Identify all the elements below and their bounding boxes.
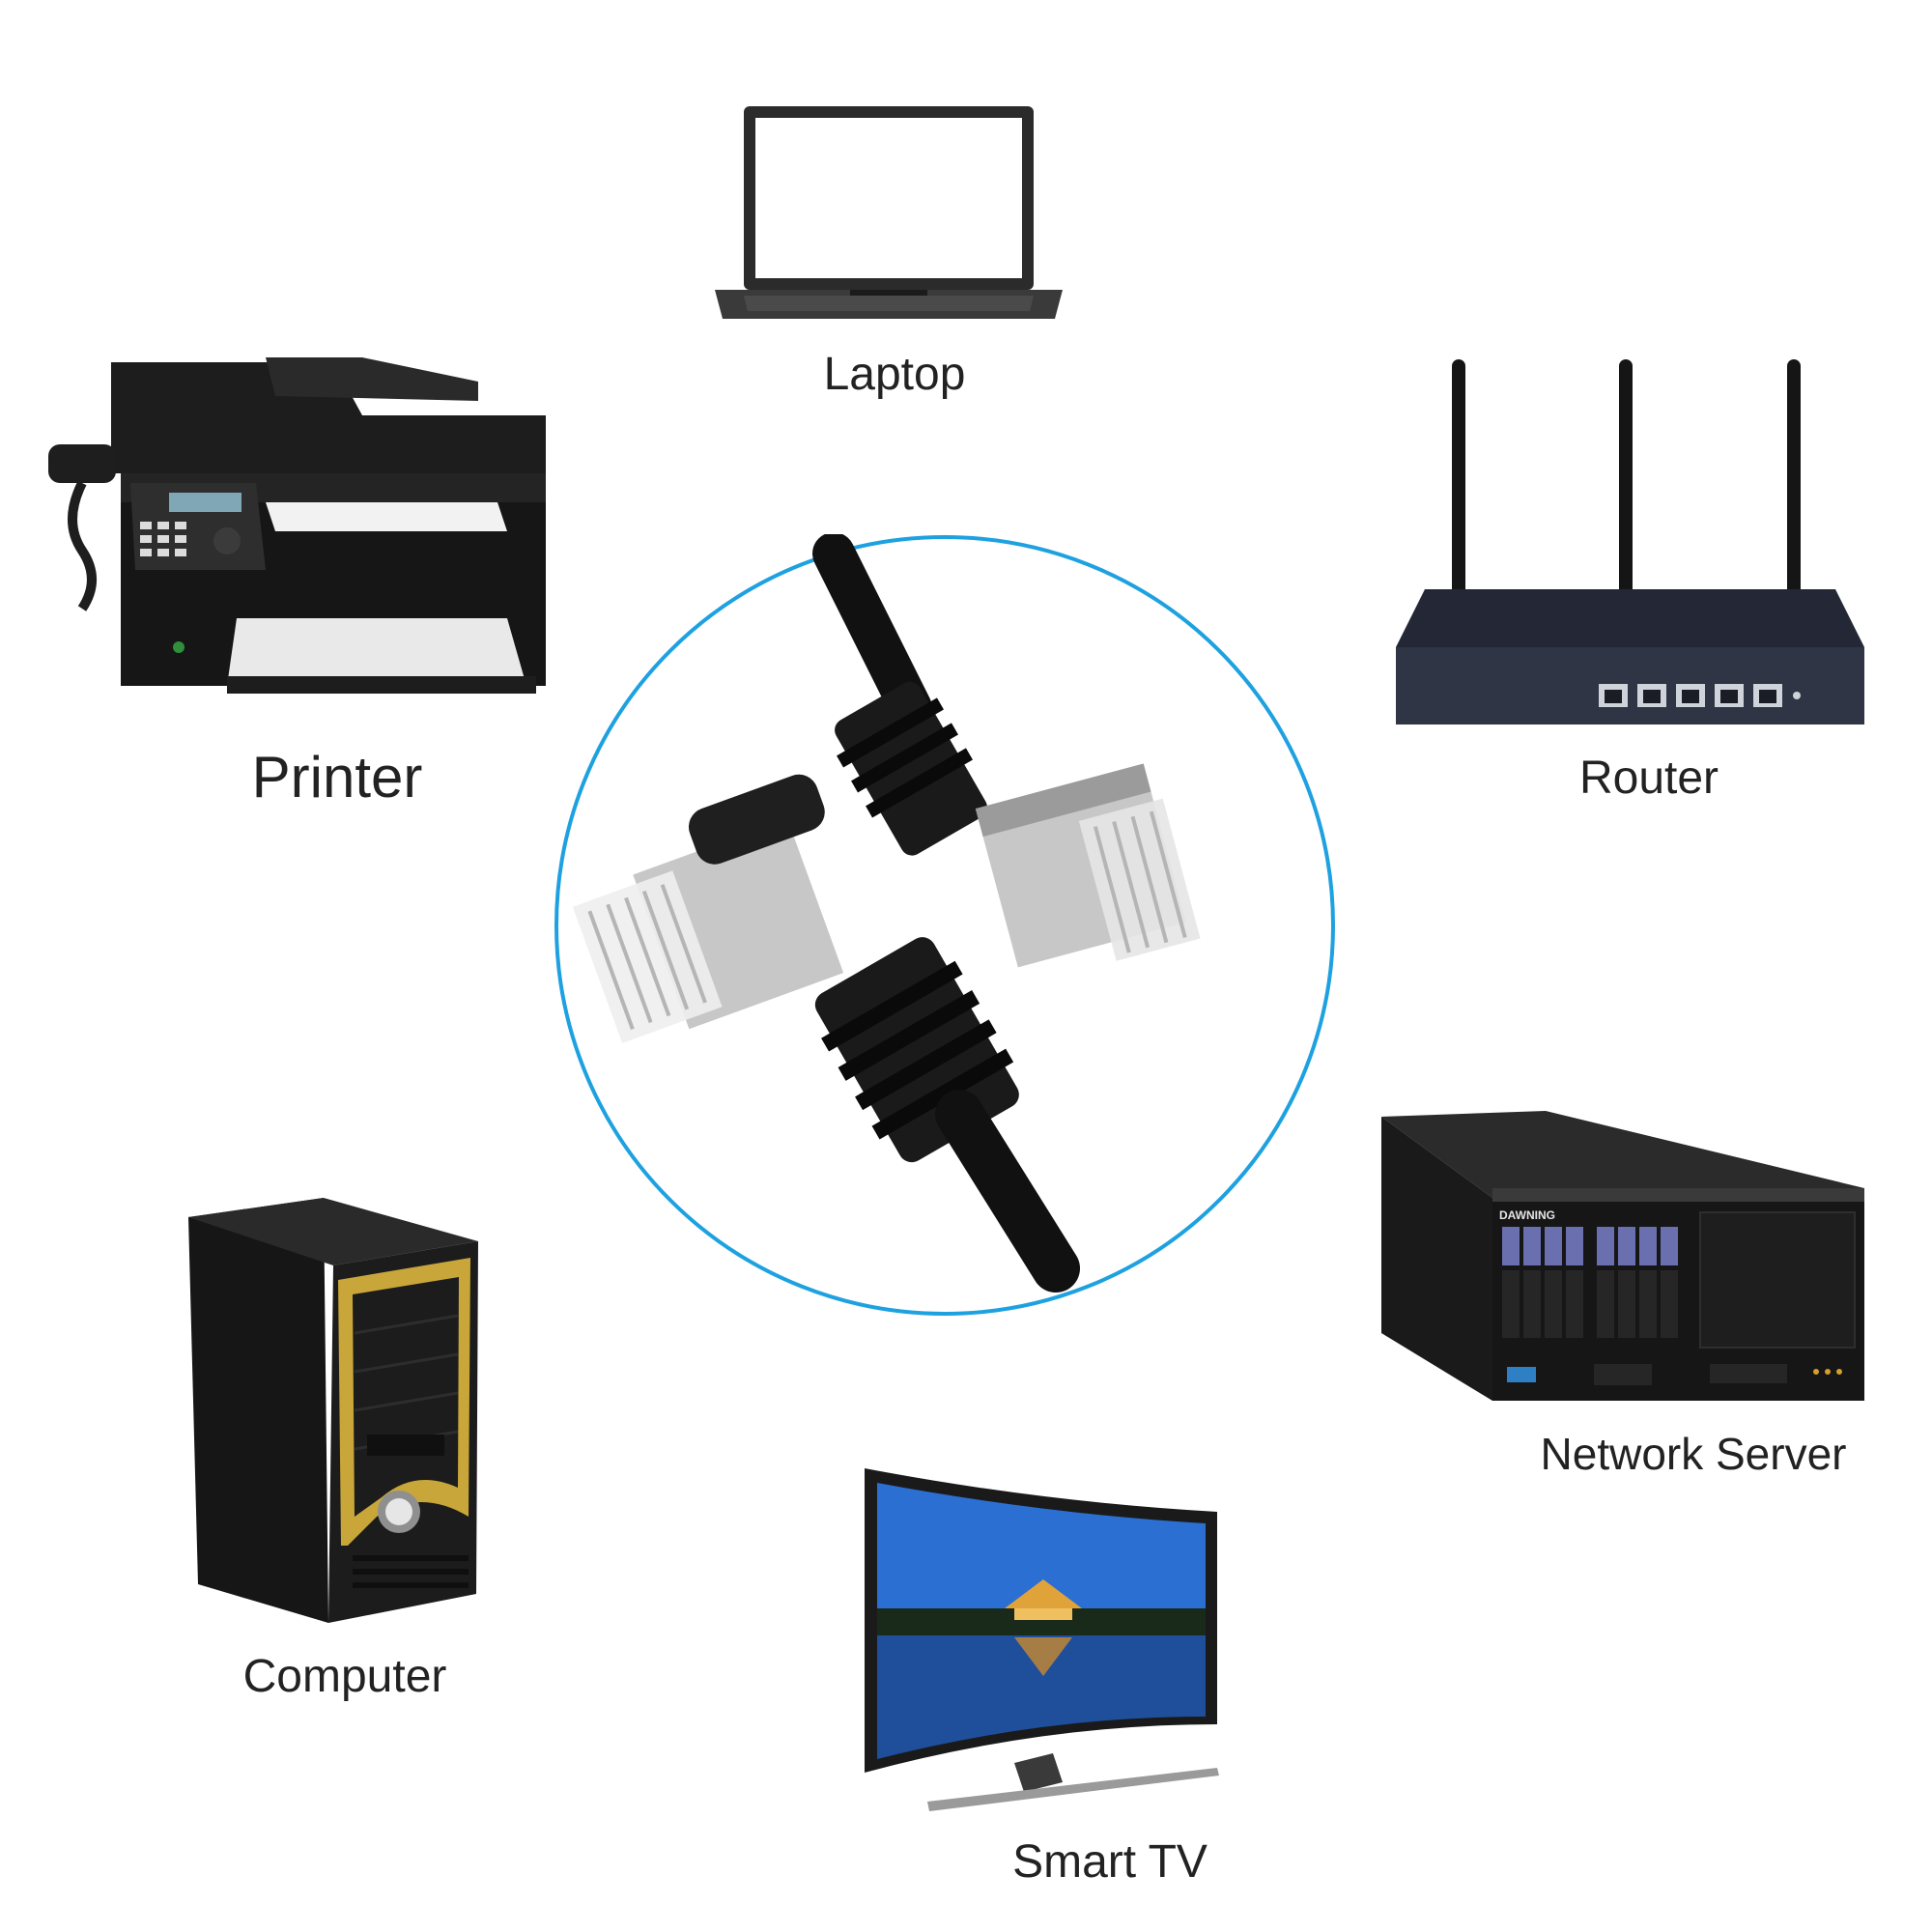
router-icon [1396, 359, 1864, 724]
server-device: DAWNING [1381, 1111, 1864, 1410]
laptop-icon [715, 106, 1063, 319]
tv-label: Smart TV [1012, 1836, 1208, 1888]
server-icon: DAWNING [1381, 1111, 1864, 1401]
ethernet-cable-icon [554, 534, 1335, 1316]
router-device [1391, 357, 1874, 734]
desktop-tower-icon [188, 1198, 478, 1623]
printer-device [43, 357, 565, 705]
printer-icon [48, 357, 546, 694]
computer-device [188, 1198, 478, 1642]
printer-label: Printer [251, 745, 423, 810]
server-label: Network Server [1540, 1429, 1847, 1479]
tv-icon [865, 1468, 1219, 1811]
server-brand: DAWNING [1499, 1208, 1555, 1222]
laptop-label: Laptop [823, 349, 966, 400]
cable-circle [554, 534, 1336, 1317]
router-label: Router [1578, 753, 1719, 804]
laptop-device [705, 97, 1072, 338]
tv-device [860, 1463, 1227, 1821]
computer-label: Computer [242, 1651, 447, 1702]
